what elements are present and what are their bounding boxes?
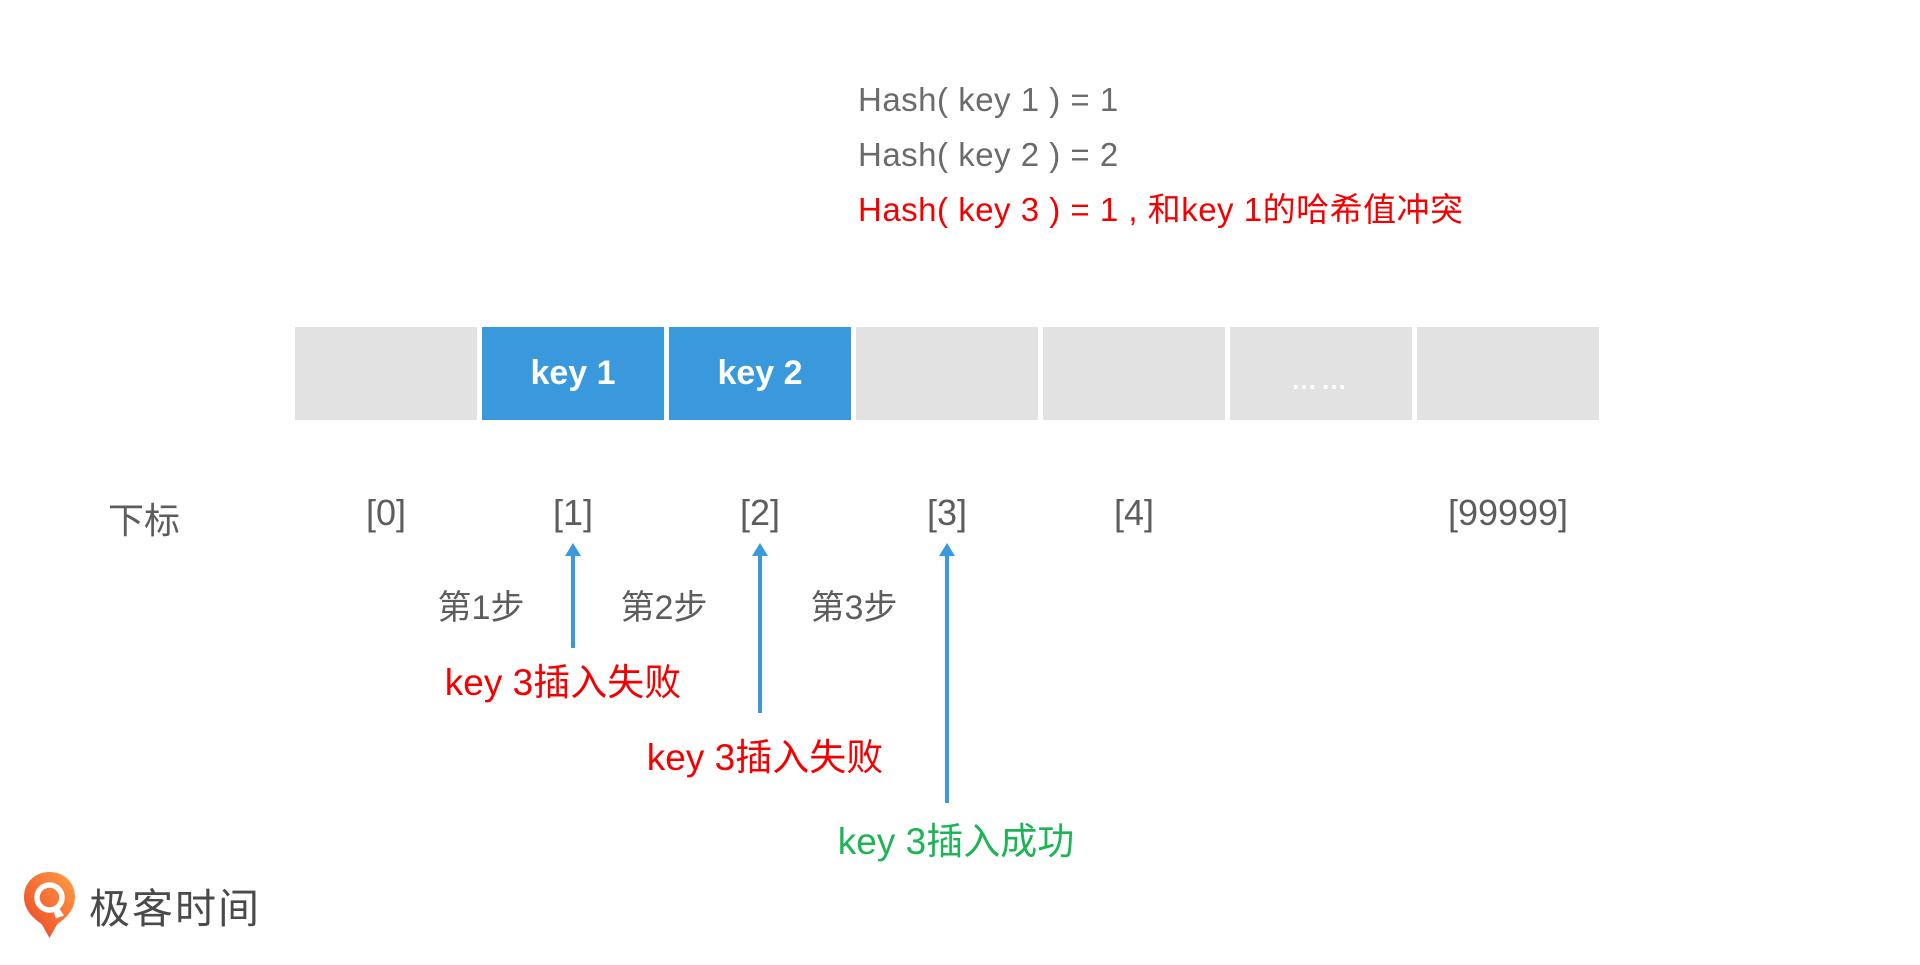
annotation-insert-fail-1: key 3插入失败 <box>444 662 682 703</box>
index-label-2: [2] <box>739 492 781 533</box>
arrow-head-icon <box>565 543 581 556</box>
index-row-title: 下标 <box>108 500 181 541</box>
arrow-shaft <box>945 556 949 803</box>
array-cell-3 <box>856 327 1038 420</box>
array-cell-4 <box>1043 327 1225 420</box>
geektime-logo-text: 极客时间 <box>89 886 261 932</box>
hash-formula-key2: Hash( key 2 ) = 2 <box>858 136 1119 173</box>
annotation-insert-success: key 3插入成功 <box>837 821 1075 862</box>
array-cell-ellipsis: …… <box>1230 327 1412 420</box>
arrow-shaft <box>571 556 575 648</box>
probe-arrow-step2-icon <box>752 543 768 713</box>
array-cell-2-key2: key 2 <box>669 327 851 420</box>
step-label-2: 第2步 <box>620 589 708 627</box>
hash-formula-block: Hash( key 1 ) = 1 Hash( key 2 ) = 2 Hash… <box>858 72 1464 237</box>
index-label-4: [4] <box>1113 492 1155 533</box>
hash-formula-key1: Hash( key 1 ) = 1 <box>858 81 1119 118</box>
hash-formula-key3-conflict: Hash( key 3 ) = 1 , 和key 1的哈希值冲突 <box>858 191 1464 228</box>
probe-arrow-step3-icon <box>939 543 955 803</box>
annotation-insert-fail-2: key 3插入失败 <box>646 737 884 778</box>
array-cell-1-key1: key 1 <box>482 327 664 420</box>
array-cell-99999 <box>1417 327 1599 420</box>
index-label-99999: [99999] <box>1447 492 1569 533</box>
arrow-shaft <box>758 556 762 713</box>
step-label-1: 第1步 <box>437 589 525 627</box>
arrow-head-icon <box>939 543 955 556</box>
step-label-3: 第3步 <box>810 589 898 627</box>
index-label-3: [3] <box>926 492 968 533</box>
geektime-logo: 极客时间 <box>23 871 261 939</box>
index-label-1: [1] <box>552 492 594 533</box>
geektime-logo-icon <box>24 872 75 938</box>
index-label-0: [0] <box>365 492 407 533</box>
probe-arrow-step1-icon <box>565 543 581 648</box>
arrow-head-icon <box>752 543 768 556</box>
array-cell-0 <box>295 327 477 420</box>
hash-table-array: key 1 key 2 …… <box>295 327 1599 420</box>
